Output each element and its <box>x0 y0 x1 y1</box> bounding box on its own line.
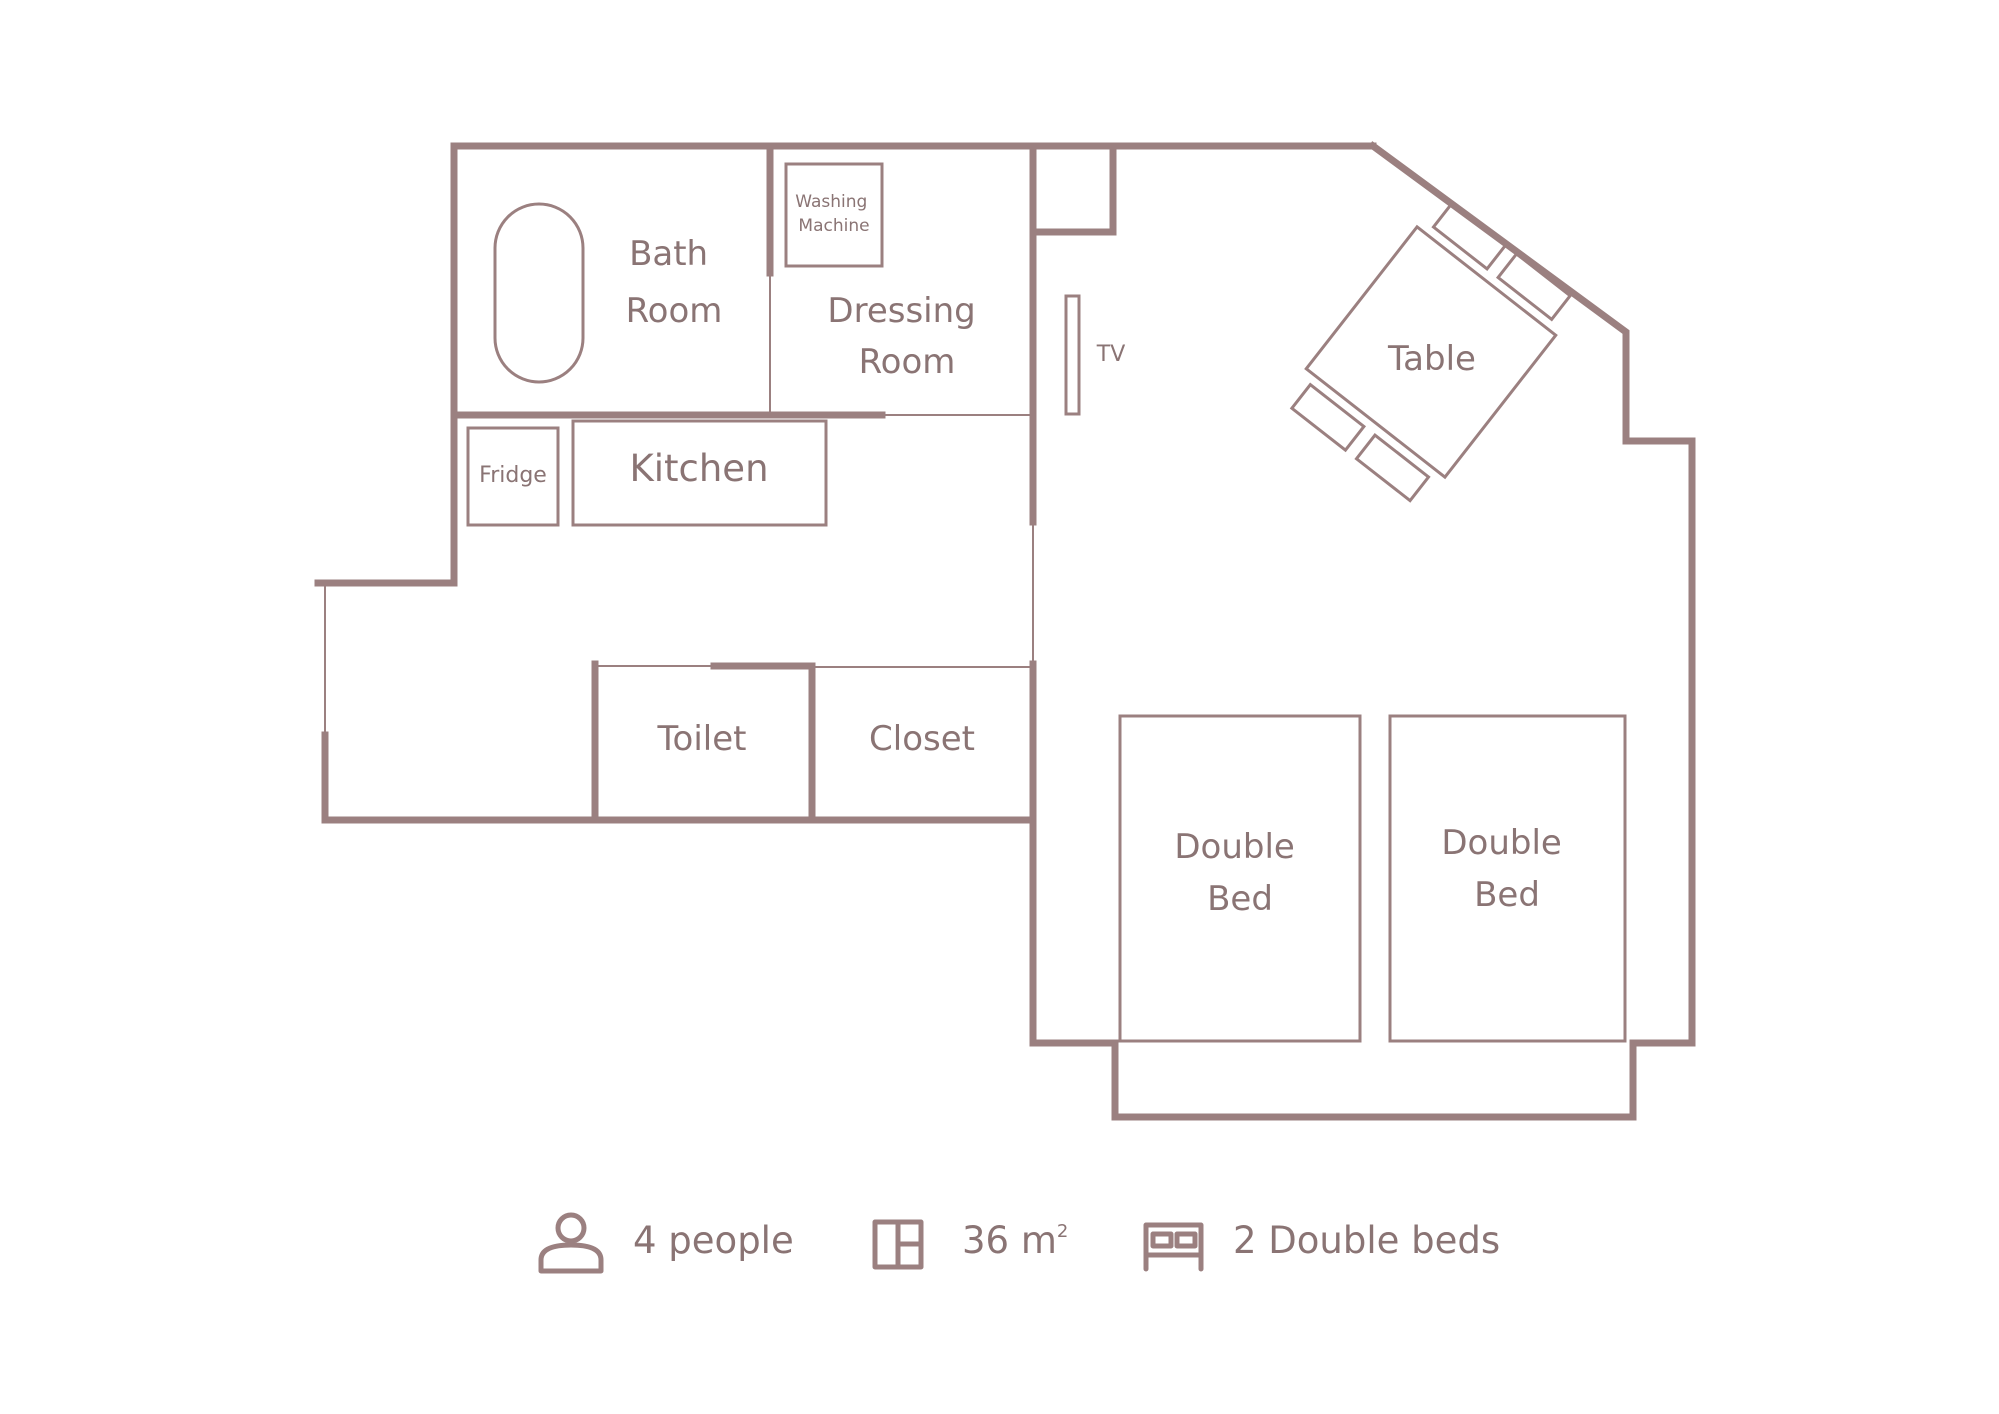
chair <box>1431 201 1508 271</box>
toilet-label: Toilet <box>657 719 747 759</box>
chair <box>1354 433 1431 503</box>
wall-right <box>1368 141 1696 1047</box>
wall-top-left <box>450 142 1377 584</box>
floor-area-icon <box>872 1219 924 1270</box>
people-count: 4 people <box>633 1219 794 1262</box>
bathtub <box>493 202 585 384</box>
wall-bedroom-bottom <box>1029 816 1119 1047</box>
bed-icon <box>1143 1222 1204 1272</box>
double-bed-right <box>1388 714 1627 1043</box>
tv <box>1064 294 1081 416</box>
dining-table-set <box>1289 201 1573 503</box>
beds-count: 2 Double beds <box>1233 1219 1500 1262</box>
double-bed-left <box>1118 714 1362 1043</box>
kitchen-label: Kitchen <box>629 447 768 490</box>
partitions <box>324 273 1034 735</box>
washing-machine-label: Washing Machine <box>795 192 872 236</box>
fridge-label: Fridge <box>479 463 547 488</box>
wall-niche <box>1029 142 1117 236</box>
washing-machine <box>784 162 884 268</box>
bed-left-label: Double Bed <box>1174 827 1305 919</box>
wall-balcony <box>1111 1039 1637 1121</box>
bath-room-label: Bath Room <box>626 234 723 331</box>
fridge <box>466 426 560 527</box>
chair <box>1289 382 1367 453</box>
chair <box>1495 251 1573 322</box>
person-icon <box>538 1212 604 1274</box>
closet-label: Closet <box>869 719 975 759</box>
wall-bottom <box>321 731 1037 824</box>
walls <box>314 141 1696 1121</box>
kitchen-counter <box>571 419 828 527</box>
table-label: Table <box>1387 339 1476 379</box>
summary-legend: 4 people 36 m2 2 Double beds <box>538 1212 1500 1274</box>
dressing-room-label: Dressing Room <box>827 291 986 382</box>
dining-table <box>1304 224 1558 480</box>
tv-label: TV <box>1096 342 1126 367</box>
bed-right-label: Double Bed <box>1441 823 1572 915</box>
area-value: 36 m2 <box>962 1219 1068 1262</box>
